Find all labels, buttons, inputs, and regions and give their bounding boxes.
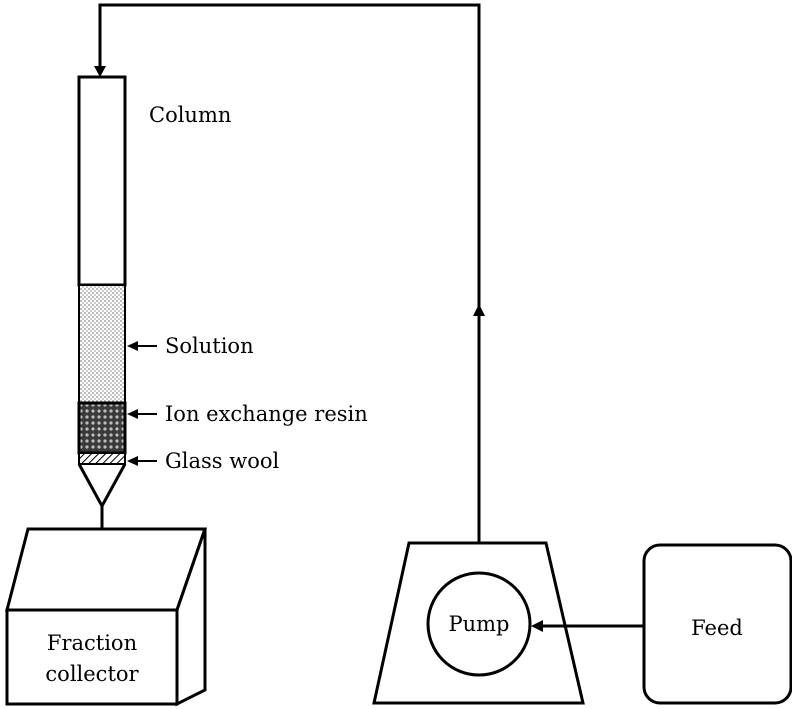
fraction-collector-label-line2: collector bbox=[45, 662, 139, 686]
pump-label: Pump bbox=[448, 612, 509, 636]
column bbox=[77, 75, 127, 554]
glass-wool-label: Glass wool bbox=[165, 449, 280, 473]
fraction-collector-front-face bbox=[5, 608, 179, 706]
column-cone-outlet bbox=[77, 463, 127, 510]
tubing-arrowhead-column bbox=[94, 66, 106, 77]
column-label: Column bbox=[149, 103, 231, 127]
solution-pointer bbox=[127, 341, 157, 351]
resin-pointer bbox=[127, 409, 157, 419]
fraction-collector bbox=[5, 527, 208, 707]
ion-exchange-resin-layer bbox=[77, 401, 127, 455]
glass-wool-pointer bbox=[127, 456, 157, 466]
feed-to-pump-arrowhead bbox=[531, 620, 543, 632]
solution-label: Solution bbox=[165, 334, 254, 358]
solution-layer bbox=[78, 284, 126, 404]
feed-to-pump-line bbox=[531, 620, 644, 632]
pump bbox=[426, 571, 532, 677]
fraction-collector-label-line1: Fraction bbox=[47, 631, 137, 655]
column-empty-section bbox=[77, 75, 127, 287]
feed-container bbox=[642, 543, 792, 705]
feed-tubing bbox=[94, 3, 485, 575]
fraction-collector-top-face bbox=[5, 527, 208, 612]
ion-exchange-resin-label: Ion exchange resin bbox=[165, 402, 368, 426]
tubing-arrowhead-upward bbox=[473, 304, 485, 316]
feed-label: Feed bbox=[691, 616, 743, 640]
glass-wool-layer bbox=[78, 452, 126, 465]
